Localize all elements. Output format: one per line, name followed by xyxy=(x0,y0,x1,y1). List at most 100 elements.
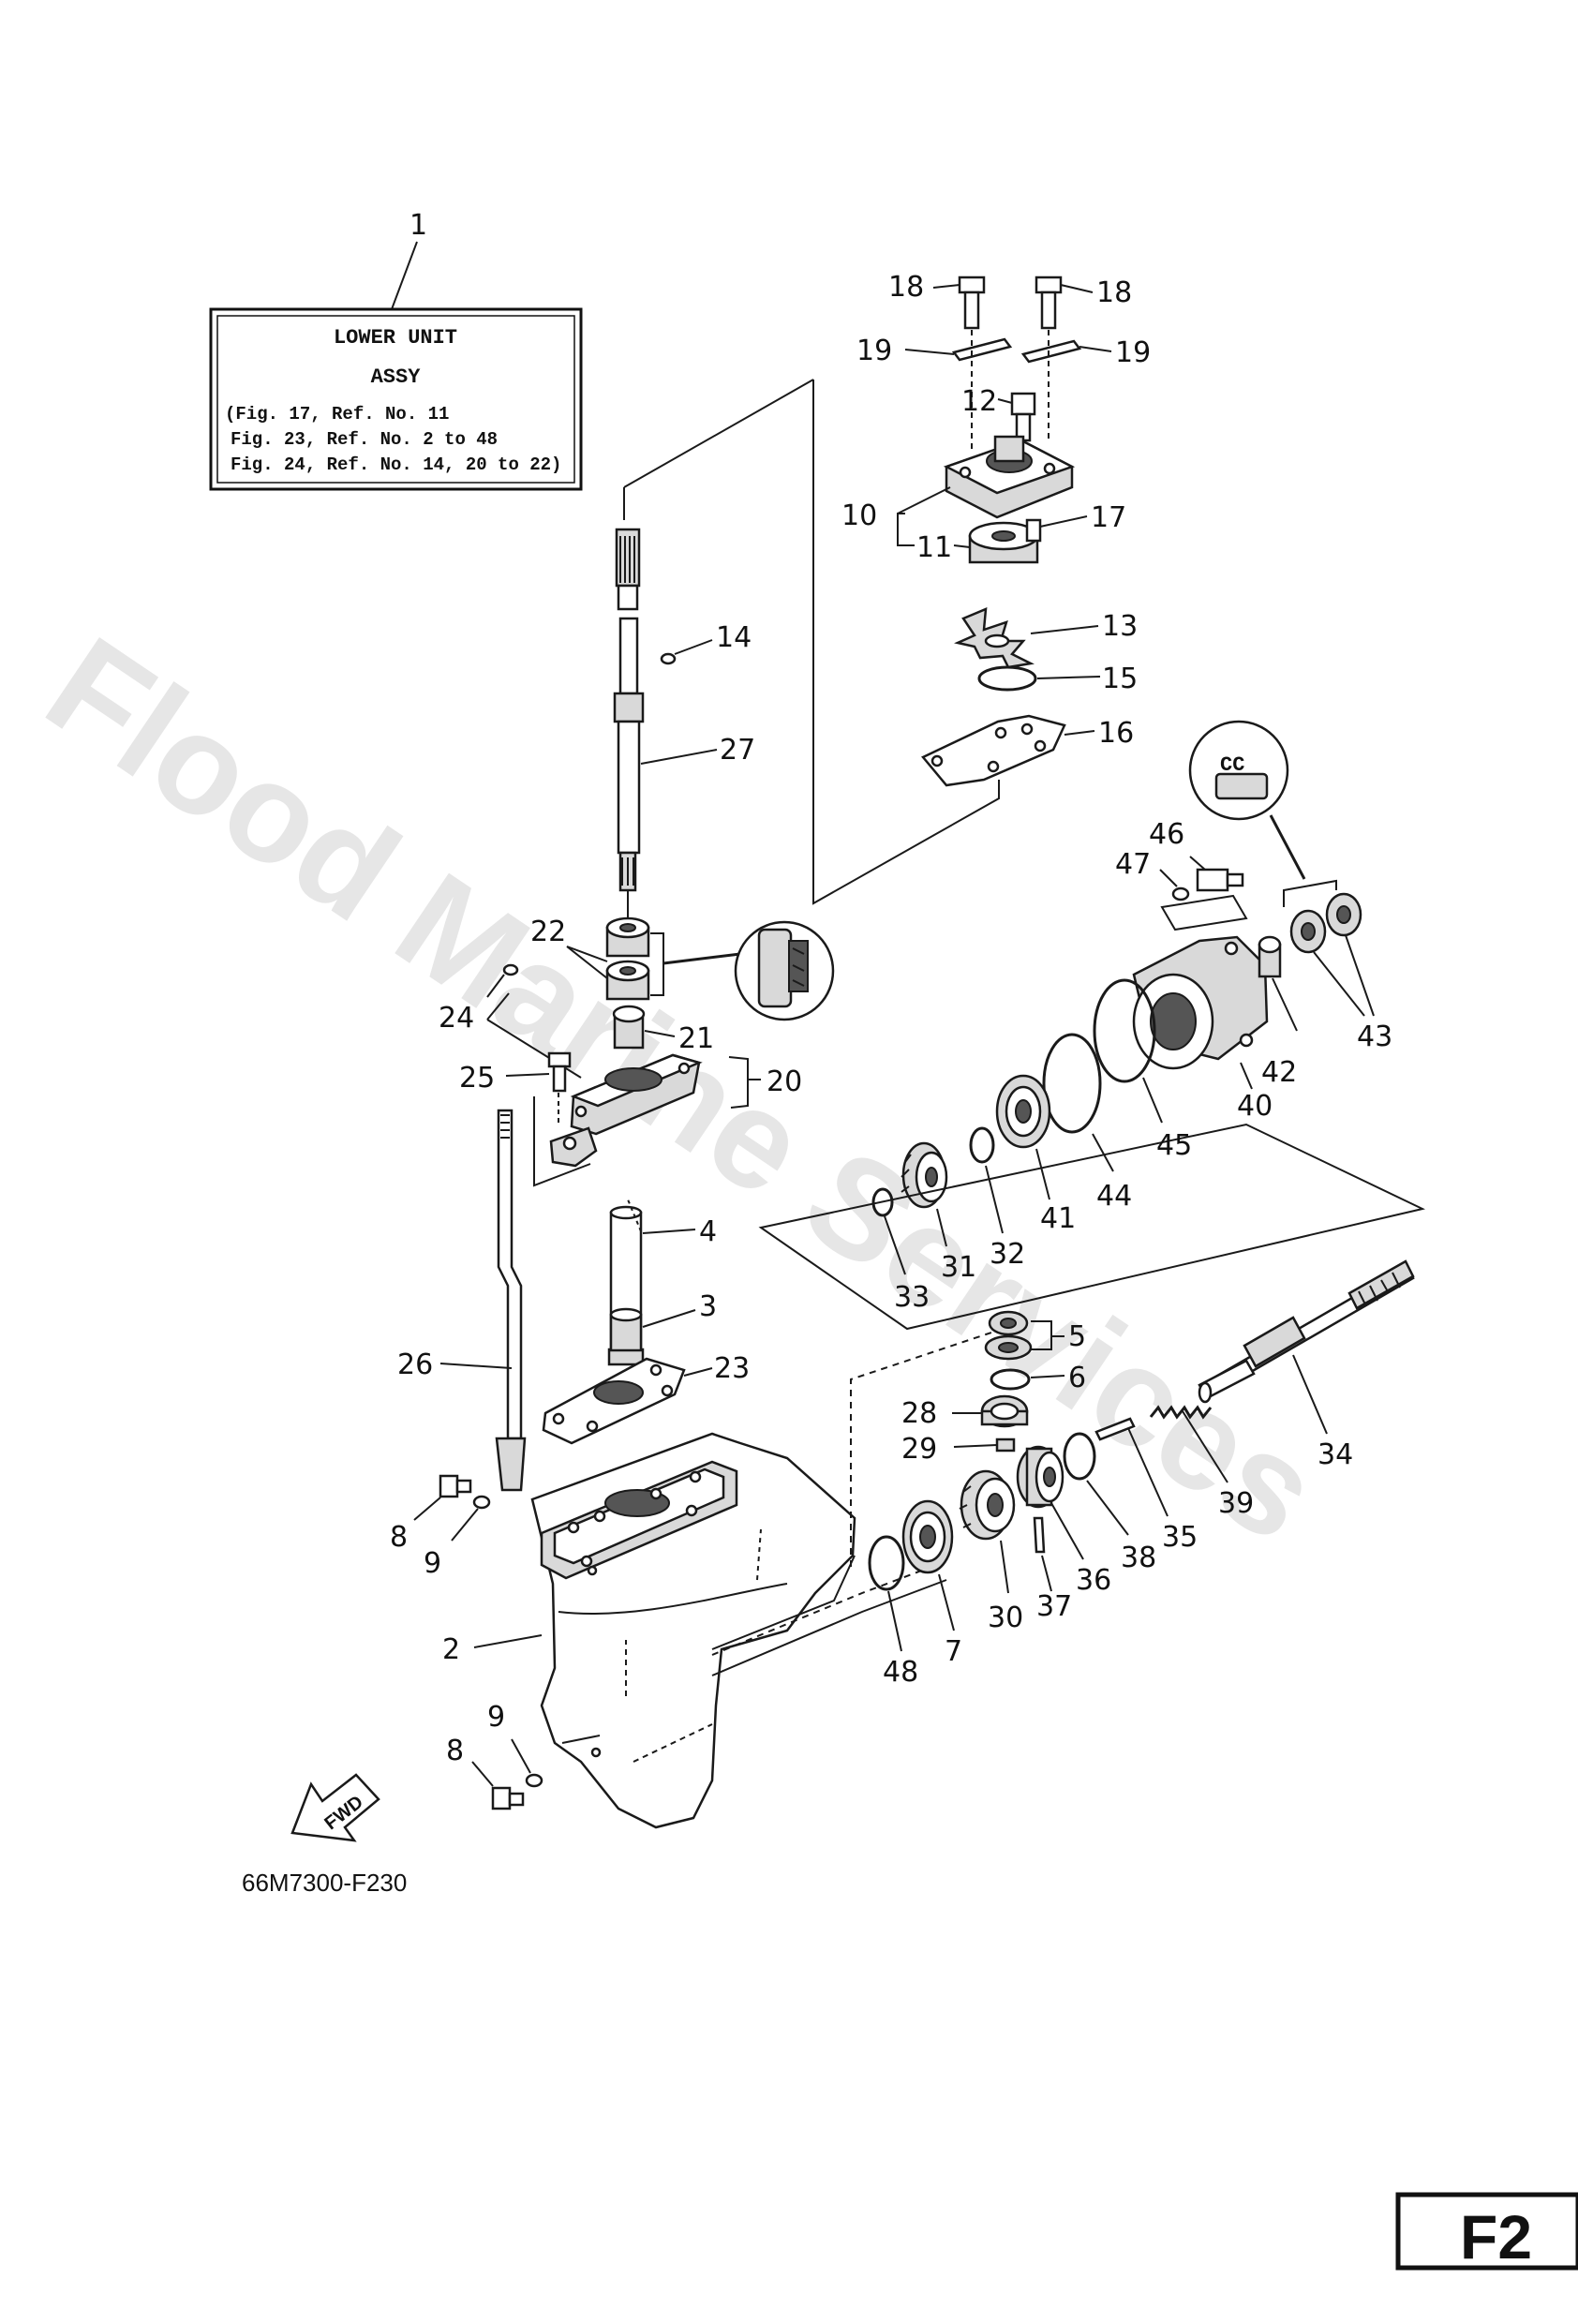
callout-39: 39 xyxy=(1218,1487,1254,1520)
callout-42: 42 xyxy=(1261,1056,1297,1089)
cross-pin-37 xyxy=(1033,1516,1046,1554)
note-subtitle: ASSY xyxy=(371,365,422,389)
shim-32 xyxy=(969,1126,995,1164)
drive-shaft-housing-20 xyxy=(549,1053,703,1168)
callout-10: 10 xyxy=(841,499,877,532)
callout-7: 7 xyxy=(945,1635,962,1668)
callout-37: 37 xyxy=(1036,1590,1072,1623)
plate-19-right xyxy=(1020,339,1082,364)
seals-43 xyxy=(1289,892,1362,954)
shim-48 xyxy=(868,1535,905,1591)
water-pump-group xyxy=(623,276,1112,905)
callout-9-upper: 9 xyxy=(424,1547,441,1580)
callout-17: 17 xyxy=(1091,501,1126,534)
callout-36: 36 xyxy=(1076,1564,1111,1597)
propeller-shaft-group xyxy=(868,1259,1415,1652)
drive-shaft-27 xyxy=(613,528,645,892)
grease-symbol-circle xyxy=(734,920,835,1021)
callout-30: 30 xyxy=(988,1601,1023,1634)
callout-5: 5 xyxy=(1068,1320,1086,1353)
shift-rod-26 xyxy=(495,1109,527,1492)
lower-casing-2 xyxy=(530,1432,856,1829)
note-ref-line-3: Fig. 24, Ref. No. 14, 20 to 22) xyxy=(231,454,561,475)
forward-gear-30 xyxy=(959,1469,1016,1541)
callout-24: 24 xyxy=(439,1002,474,1035)
callout-14: 14 xyxy=(716,621,752,654)
o-ring-44 xyxy=(1042,1033,1102,1134)
callout-27: 27 xyxy=(720,734,755,767)
callout-18-right: 18 xyxy=(1096,276,1132,309)
callout-19-left: 19 xyxy=(856,335,892,367)
propeller-shaft-34 xyxy=(1198,1259,1415,1404)
callout-45: 45 xyxy=(1156,1129,1192,1162)
callout-3: 3 xyxy=(699,1290,717,1323)
pin-24 xyxy=(502,963,519,976)
callout-21: 21 xyxy=(678,1022,714,1055)
callout-numbers: 18 18 19 19 12 10 11 17 13 15 16 14 27 4… xyxy=(390,271,1392,1767)
lower-unit-assy-note: 1 LOWER UNIT ASSY (Fig. 17, Ref. No. 11 … xyxy=(209,209,583,491)
callout-15: 15 xyxy=(1102,663,1138,695)
page-id-box: F2 xyxy=(1395,2192,1578,2272)
gasket-23 xyxy=(542,1357,686,1445)
callout-19-right: 19 xyxy=(1115,336,1151,369)
svg-text:CC: CC xyxy=(1220,753,1244,777)
callout-32: 32 xyxy=(990,1238,1025,1271)
outer-plate-16 xyxy=(921,714,1066,787)
cartridge-insert-11 xyxy=(968,521,1039,564)
bearing-7 xyxy=(901,1499,954,1574)
seal-42 xyxy=(1258,935,1282,978)
bushing-3 xyxy=(609,1307,643,1352)
plate-19-left xyxy=(951,337,1013,362)
note-ref-line-1: (Fig. 17, Ref. No. 11 xyxy=(225,404,449,425)
pin-17 xyxy=(1025,518,1042,543)
callout-11: 11 xyxy=(916,531,952,564)
callout-29: 29 xyxy=(901,1433,937,1466)
bearing-22-lower xyxy=(605,960,650,1001)
bolt-8-lower xyxy=(491,1786,525,1810)
shim-6 xyxy=(990,1368,1031,1391)
spring-39 xyxy=(1149,1405,1213,1420)
callout-38: 38 xyxy=(1121,1542,1156,1574)
callout-22: 22 xyxy=(530,916,566,948)
drive-shaft-group xyxy=(486,528,835,1445)
washer-47 xyxy=(1171,886,1190,901)
callout-28: 28 xyxy=(901,1397,937,1430)
callout-8-upper: 8 xyxy=(390,1521,408,1554)
bearing-22-upper xyxy=(605,916,650,958)
callout-9-lower: 9 xyxy=(487,1701,505,1734)
callout-35: 35 xyxy=(1162,1521,1198,1554)
note-title: LOWER UNIT xyxy=(334,326,457,350)
callout-16: 16 xyxy=(1098,717,1134,750)
part-12 xyxy=(1010,392,1036,442)
callout-18-left: 18 xyxy=(888,271,924,304)
callout-25: 25 xyxy=(459,1062,495,1095)
callout-6: 6 xyxy=(1068,1362,1086,1394)
callout-44: 44 xyxy=(1096,1180,1132,1213)
bolt-46 xyxy=(1196,868,1244,892)
bolt-25 xyxy=(547,1051,572,1093)
spring-clip-38 xyxy=(1063,1432,1096,1481)
bolt-18-right xyxy=(1035,276,1063,330)
callout-23: 23 xyxy=(714,1352,750,1385)
callout-4: 4 xyxy=(699,1215,717,1248)
callout-40: 40 xyxy=(1237,1090,1273,1123)
callout-43: 43 xyxy=(1357,1020,1392,1053)
callout-13: 13 xyxy=(1102,610,1138,643)
o-ring-45 xyxy=(1093,978,1156,1083)
o-ring-15 xyxy=(977,665,1037,692)
callout-34: 34 xyxy=(1317,1438,1353,1471)
seal-21 xyxy=(612,1005,646,1050)
callout-46: 46 xyxy=(1149,818,1184,851)
callout-1: 1 xyxy=(409,209,427,242)
callout-48: 48 xyxy=(883,1656,918,1689)
washer-9-lower xyxy=(525,1773,543,1788)
nut-29 xyxy=(995,1438,1016,1452)
callout-8-lower: 8 xyxy=(446,1735,464,1767)
callout-26: 26 xyxy=(397,1348,433,1381)
callout-47: 47 xyxy=(1115,848,1151,881)
bearing-41 xyxy=(995,1074,1051,1149)
dog-clutch-36 xyxy=(1016,1445,1064,1509)
callout-31: 31 xyxy=(941,1251,976,1284)
pin-35 xyxy=(1094,1417,1136,1441)
